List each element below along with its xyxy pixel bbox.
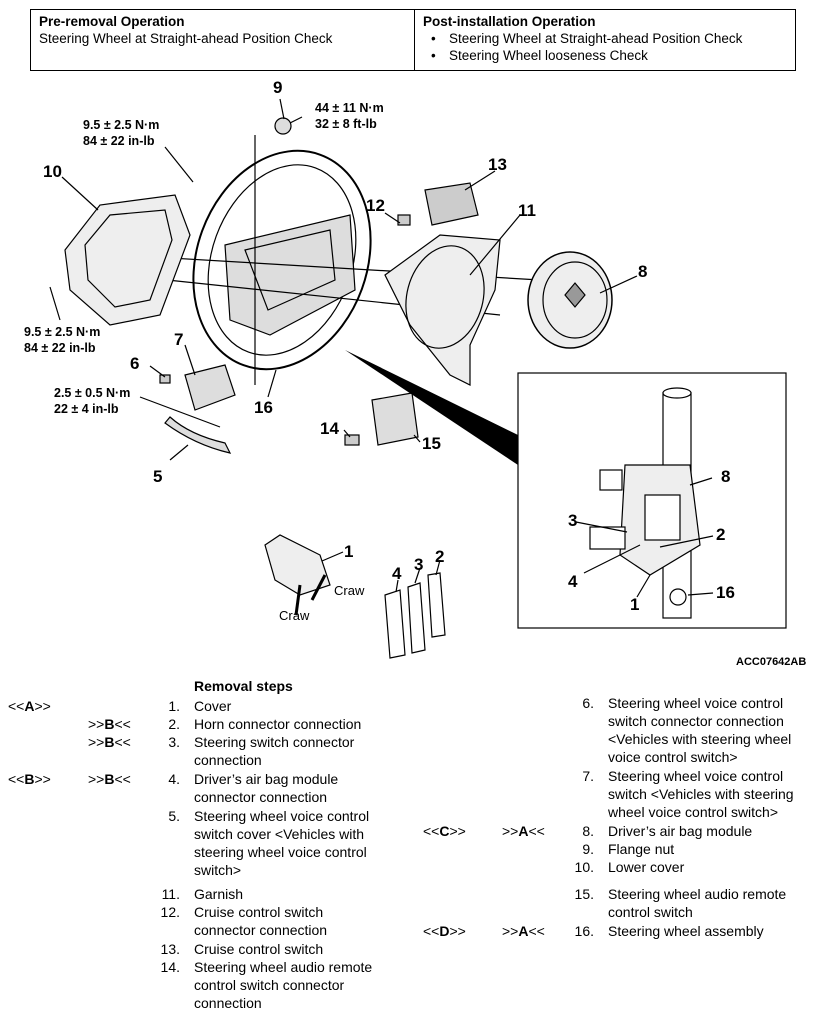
step-number: 16. [574, 923, 594, 939]
callout-13: 13 [488, 155, 507, 174]
step-number: 8. [582, 823, 594, 839]
callout-4: 4 [392, 564, 402, 583]
step-number: 15. [574, 886, 594, 902]
pre-removal-cell: Pre-removal Operation Steering Wheel at … [31, 10, 415, 70]
callout-3: 3 [414, 555, 424, 574]
post-installation-item: Steering Wheel at Straight-ahead Positio… [431, 30, 787, 47]
step-number: 10. [574, 859, 594, 875]
removal-steps-title: Removal steps [194, 678, 293, 694]
step-number: 12. [160, 904, 180, 920]
callout-1: 1 [344, 542, 354, 561]
step-text: Steering wheel assembly [608, 923, 764, 939]
step-text: Lower cover [608, 859, 685, 875]
step-text: Flange nut [608, 841, 675, 857]
callout-15: 15 [422, 434, 441, 453]
craw-label: Craw [279, 608, 310, 623]
step-number: 9. [582, 841, 594, 857]
operations-table: Pre-removal Operation Steering Wheel at … [30, 9, 796, 71]
callout-8: 8 [638, 262, 648, 281]
step-number: 3. [168, 734, 180, 750]
inset-callout-4: 4 [568, 572, 578, 591]
step-code-removal: <<B>> [8, 771, 51, 787]
step-number: 14. [160, 959, 180, 975]
step-code-removal: <<C>> [423, 823, 466, 839]
step-code-installation: >>A<< [502, 923, 545, 939]
callout-16: 16 [254, 398, 273, 417]
callout-11: 11 [518, 201, 536, 220]
step-code-installation: >>B<< [88, 771, 131, 787]
removal-steps: Removal steps <<A>> 1. Cover >>B<< 2. Horn co… [0, 676, 817, 1016]
step-text: Cover [194, 698, 232, 714]
callout-9: 9 [273, 78, 283, 97]
step-code-installation: >>B<< [88, 734, 131, 750]
inset-callout-16: 16 [716, 583, 735, 602]
inset-callout-1: 1 [630, 595, 640, 614]
callout-10: 10 [43, 162, 62, 181]
step-number: 11. [161, 886, 180, 902]
callout-14: 14 [320, 419, 339, 438]
step-text: Driver’s air bag module [608, 823, 753, 839]
callout-6: 6 [130, 354, 140, 373]
post-installation-title: Post-installation Operation [423, 14, 596, 29]
step-number: 7. [582, 768, 594, 784]
post-installation-list: Steering Wheel at Straight-ahead Positio… [423, 30, 787, 64]
inset-callout-8: 8 [721, 467, 731, 486]
steering-wheel-illustration [49, 98, 787, 659]
inset-callout-3: 3 [568, 511, 578, 530]
post-installation-cell: Post-installation Operation Steering Whe… [415, 10, 795, 70]
callout-2: 2 [435, 547, 445, 566]
figure-id: ACC07642AB [736, 656, 807, 668]
callout-5: 5 [153, 467, 163, 486]
post-installation-item: Steering Wheel looseness Check [431, 47, 787, 64]
pre-removal-item: Steering Wheel at Straight-ahead Positio… [39, 31, 333, 46]
step-number: 2. [168, 716, 180, 732]
step-code-installation: >>A<< [502, 823, 545, 839]
step-text: Cruise control switch [194, 941, 324, 957]
craw-label: Craw [334, 583, 365, 598]
callout-12: 12 [366, 196, 385, 215]
step-number: 1. [168, 698, 180, 714]
step-text: Horn connector connection [194, 716, 362, 732]
step-number: 4. [168, 771, 180, 787]
step-code-installation: >>B<< [88, 716, 131, 732]
step-code-removal: <<D>> [423, 923, 466, 939]
step-number: 13. [160, 941, 180, 957]
inset-callout-2: 2 [716, 525, 726, 544]
callout-7: 7 [174, 330, 184, 349]
step-code-removal: <<A>> [8, 698, 51, 714]
step-number: 6. [582, 695, 594, 711]
step-text: Garnish [194, 886, 244, 902]
pre-removal-title: Pre-removal Operation [39, 14, 185, 29]
step-number: 5. [168, 808, 180, 824]
